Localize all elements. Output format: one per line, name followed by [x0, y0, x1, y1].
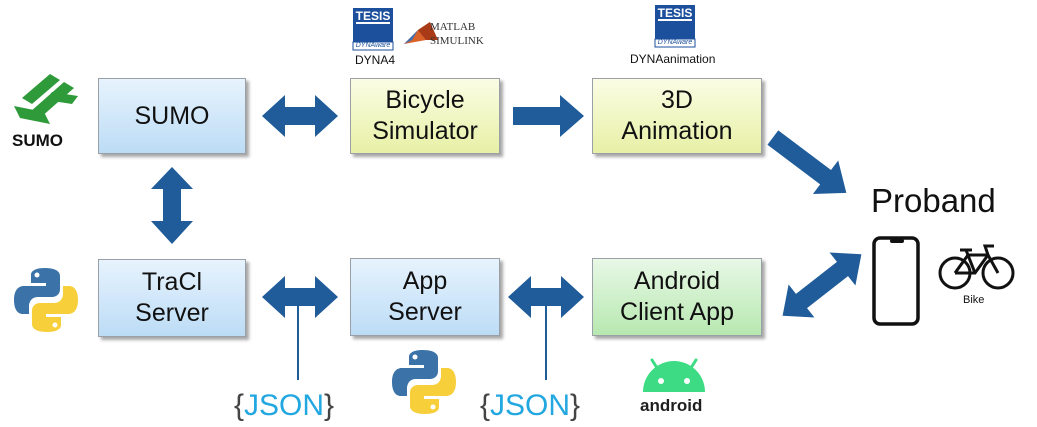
- android-client-box: Android Client App: [592, 258, 762, 336]
- simulink-text: SIMULINK: [430, 35, 484, 47]
- sumo-box: SUMO: [98, 78, 246, 154]
- sumo-logo-icon: [14, 74, 78, 124]
- arrow-bicycle-animation: [513, 95, 584, 137]
- dyna4-text: DYNA4: [355, 53, 396, 67]
- json-left-close: }: [324, 389, 335, 422]
- matlab-text: MATLAB: [430, 21, 476, 33]
- bicycle-simulator-box: Bicycle Simulator: [350, 78, 500, 154]
- arrow-sumo-bicycle: [262, 95, 338, 137]
- animation-3d-label: 3D Animation: [621, 86, 733, 145]
- android-logo-text: android: [640, 396, 703, 415]
- json-right-open: {: [480, 389, 491, 422]
- tesis-logo-left-icon: [352, 8, 394, 51]
- python-logo-icon: [14, 268, 78, 332]
- json-right-close: }: [570, 389, 581, 422]
- tesis-logo-right-icon: [654, 5, 696, 48]
- matlab-logo-icon: [404, 22, 438, 44]
- android-logo-icon: [643, 358, 705, 392]
- dynaanimation-text: DYNAanimation: [630, 52, 716, 66]
- app-server-box: App Server: [350, 258, 500, 336]
- python-logo-center-icon: [392, 350, 456, 414]
- traci-server-box: TraCl Server: [98, 259, 246, 337]
- json-right-text: JSON: [490, 389, 571, 422]
- traci-server-label: TraCl Server: [135, 268, 209, 327]
- app-server-label: App Server: [388, 267, 462, 326]
- sumo-box-label: SUMO: [134, 101, 210, 130]
- bicycle-simulator-label: Bicycle Simulator: [372, 86, 478, 145]
- json-left-text: JSON: [244, 389, 325, 422]
- json-label-right: {JSON}: [480, 389, 580, 423]
- tesis-left-dynaware: DYNAware: [355, 42, 391, 49]
- tesis-left-text: TESIS: [355, 9, 391, 23]
- arrow-traci-appserver: [262, 276, 338, 318]
- json-label-left: {JSON}: [234, 389, 334, 423]
- json-left-open: {: [234, 389, 245, 422]
- arrow-animation-proband: [767, 130, 847, 195]
- proband-title: Proband: [871, 182, 996, 219]
- arrow-android-proband: [782, 252, 862, 318]
- smartphone-icon: [872, 236, 920, 326]
- tesis-right-text: TESIS: [657, 6, 693, 20]
- bike-label: Bike: [963, 294, 985, 306]
- android-client-label: Android Client App: [620, 267, 734, 326]
- bike-icon: [938, 244, 1015, 290]
- sumo-logo-text: SUMO: [12, 131, 63, 150]
- tesis-right-dynaware: DYNAware: [657, 39, 693, 46]
- animation-3d-box: 3D Animation: [592, 78, 762, 154]
- arrow-sumo-traci: [151, 167, 193, 244]
